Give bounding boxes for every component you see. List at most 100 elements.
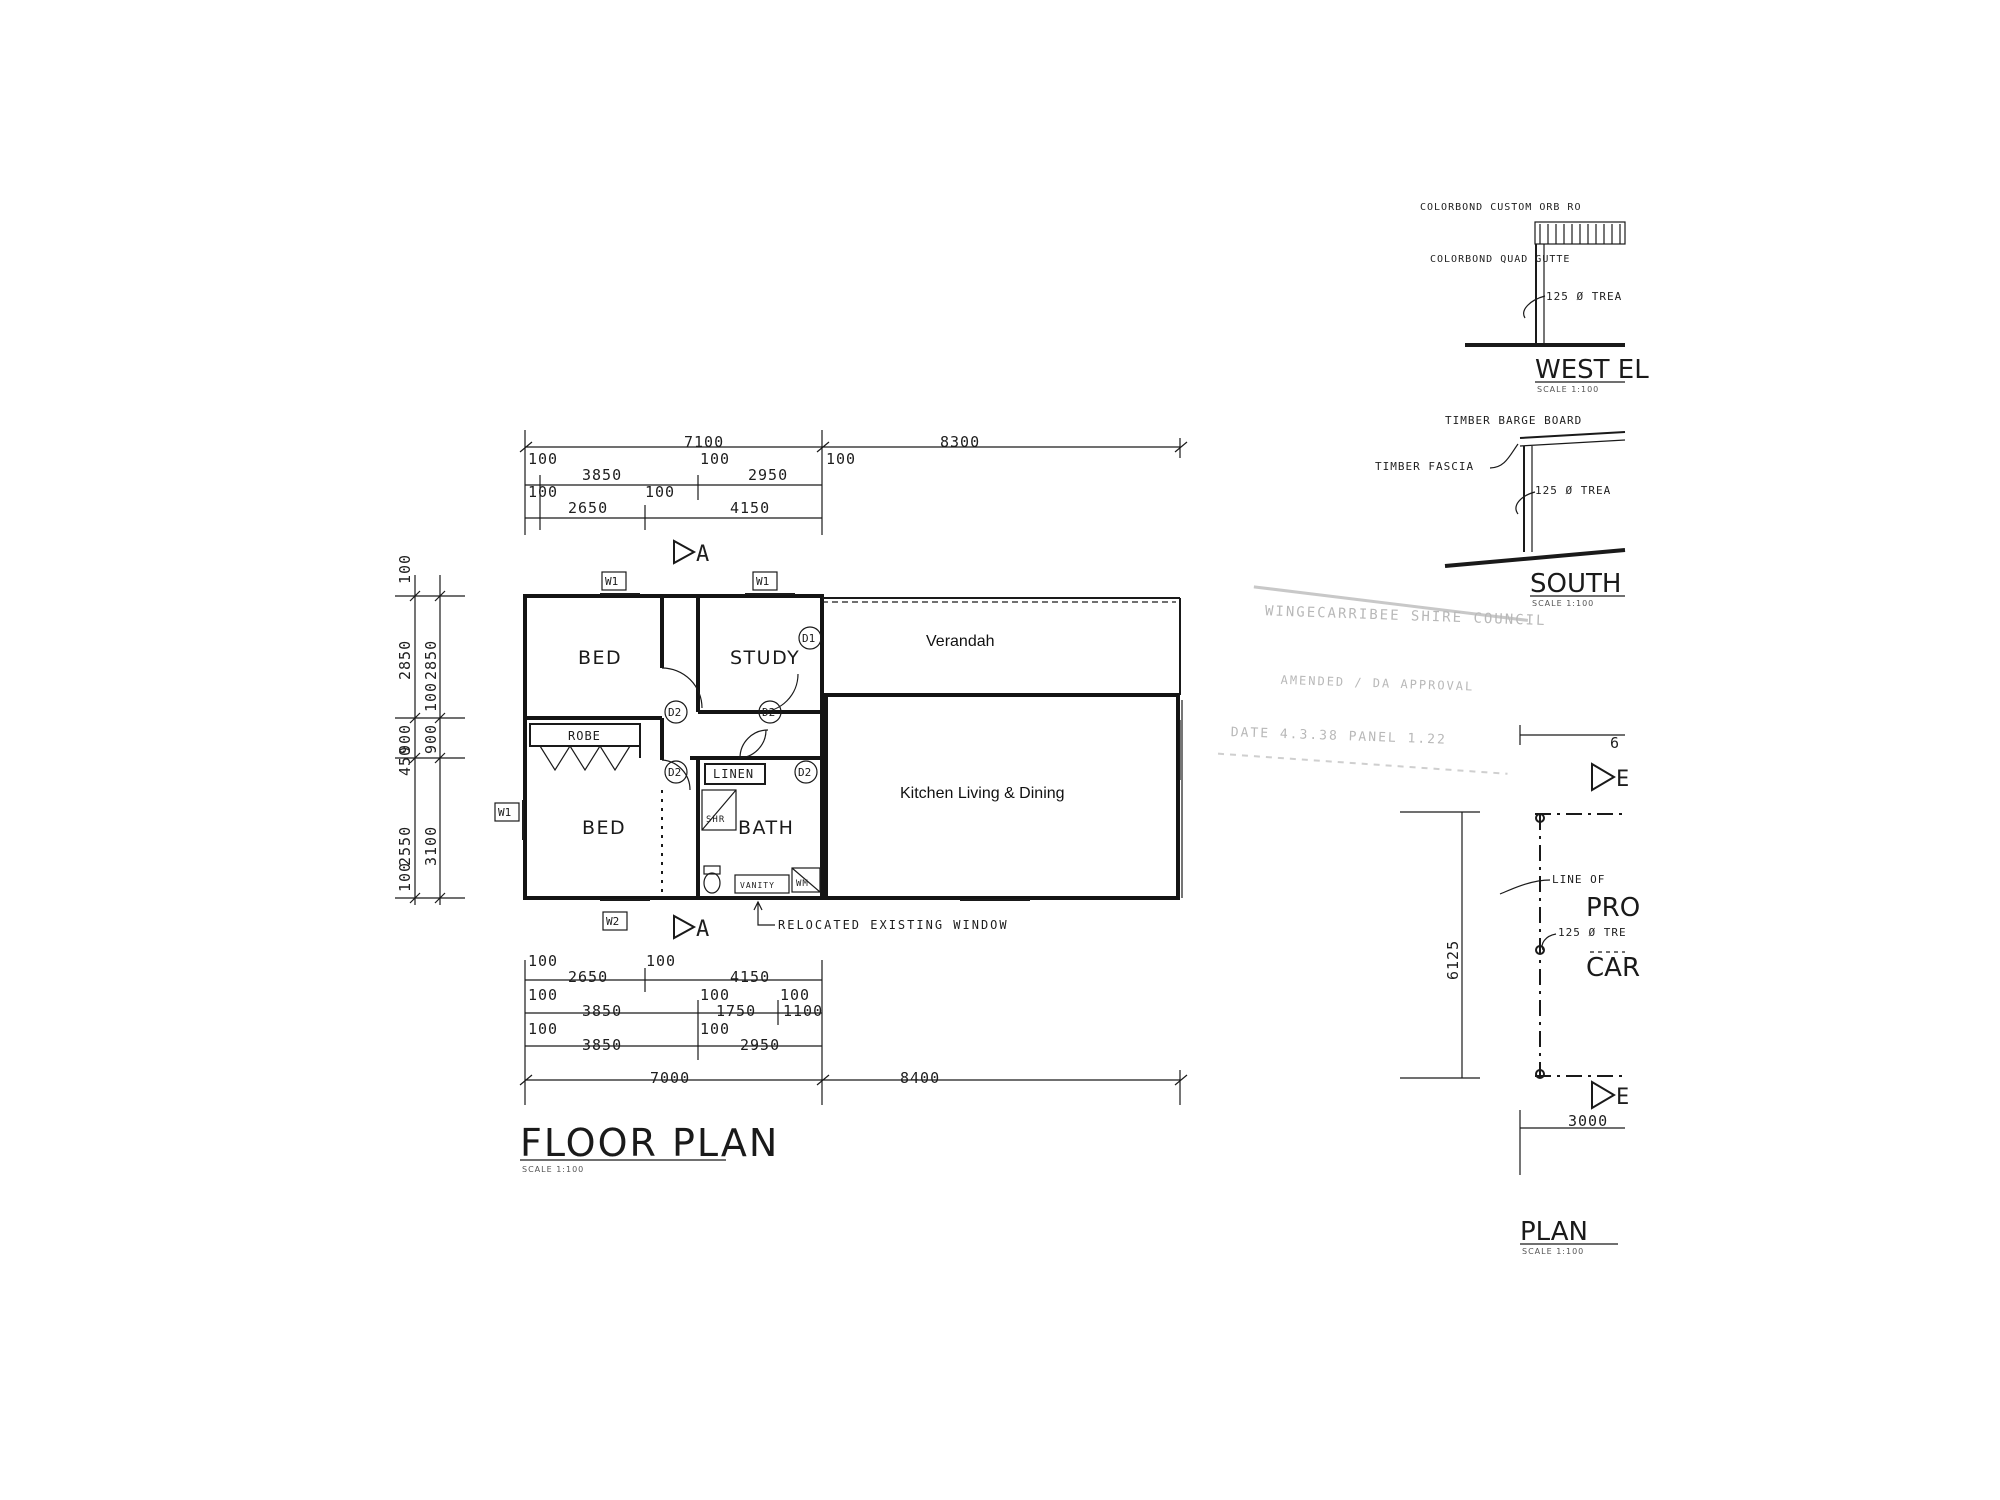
bottom-dimension-lines — [519, 960, 1188, 1105]
dim-100: 100 — [826, 450, 856, 468]
svg-text:2850: 2850 — [396, 640, 414, 680]
svg-text:125 Ø TREA: 125 Ø TREA — [1546, 290, 1622, 303]
svg-text:1100: 1100 — [783, 1002, 823, 1020]
svg-text:SCALE 1:100: SCALE 1:100 — [1532, 599, 1594, 608]
svg-text:WINGECARRIBEE SHIRE COUNCIL: WINGECARRIBEE SHIRE COUNCIL — [1265, 603, 1547, 629]
dim-100: 100 — [528, 450, 558, 468]
svg-text:W2: W2 — [606, 915, 619, 928]
room-wm: WM — [796, 879, 809, 889]
dim-8300: 8300 — [940, 433, 980, 451]
svg-text:D2: D2 — [668, 766, 681, 779]
window-tag-w2: W2 — [602, 911, 628, 931]
svg-text:3100: 3100 — [422, 826, 440, 866]
svg-text:PLAN: PLAN — [1520, 1217, 1588, 1247]
svg-text:100: 100 — [700, 1020, 730, 1038]
svg-text:2850: 2850 — [422, 640, 440, 680]
room-labels: BED STUDY Verandah ROBE LINEN BED BATH S… — [568, 633, 1065, 890]
svg-text:COLORBOND QUAD GUTTE: COLORBOND QUAD GUTTE — [1430, 254, 1570, 265]
svg-text:100: 100 — [396, 554, 414, 584]
svg-text:3850: 3850 — [582, 1002, 622, 1020]
svg-text:D2: D2 — [668, 706, 681, 719]
svg-text:D2: D2 — [798, 766, 811, 779]
svg-text:1750: 1750 — [716, 1002, 756, 1020]
section-marker-top: A — [673, 539, 709, 567]
svg-text:100: 100 — [646, 952, 676, 970]
room-linen: LINEN — [713, 767, 754, 781]
svg-text:2550: 2550 — [396, 826, 414, 866]
carport-plan: 6 E 6125 LINE OF PRO 125 Ø TRE CAR E 300… — [1400, 725, 1640, 1256]
door-tag-d1: D1 — [798, 626, 822, 650]
room-study: STUDY — [730, 647, 800, 669]
floor-plan-title: FLOOR PLAN SCALE 1:100 — [520, 1121, 779, 1174]
svg-text:100: 100 — [780, 986, 810, 1004]
svg-text:E: E — [1616, 767, 1630, 792]
svg-text:FLOOR PLAN: FLOOR PLAN — [520, 1121, 779, 1165]
relocated-window-note: RELOCATED EXISTING WINDOW — [753, 900, 1009, 932]
svg-text:W1: W1 — [498, 806, 511, 819]
svg-text:W1: W1 — [605, 575, 618, 588]
dim-100: 100 — [645, 483, 675, 501]
door-tags: D1 D2 D2 D2 D2 — [664, 626, 822, 784]
svg-text:2650: 2650 — [568, 968, 608, 986]
svg-text:100: 100 — [700, 986, 730, 1004]
svg-text:3000: 3000 — [1568, 1112, 1608, 1130]
svg-text:3850: 3850 — [582, 1036, 622, 1054]
svg-text:TIMBER FASCIA: TIMBER FASCIA — [1375, 460, 1474, 473]
top-dimension-lines — [519, 430, 1188, 535]
svg-text:2950: 2950 — [740, 1036, 780, 1054]
svg-text:100: 100 — [396, 862, 414, 892]
room-shower: SHR — [706, 815, 725, 825]
svg-text:D2: D2 — [762, 706, 775, 719]
svg-text:DATE 4.3.38 PANEL 1.22: DATE 4.3.38 PANEL 1.22 — [1230, 725, 1447, 748]
svg-text:WEST EL: WEST EL — [1535, 355, 1649, 385]
door-tag-d2-study: D2 — [758, 700, 782, 724]
svg-text:4150: 4150 — [730, 968, 770, 986]
window-tag-w1-top-right: W1 — [752, 571, 778, 591]
left-dimension-lines — [395, 575, 465, 905]
bottom-dimension-labels: 100 100 2650 4150 100 100 100 3850 1750 … — [528, 952, 939, 1087]
council-stamp: WINGECARRIBEE SHIRE COUNCIL AMENDED / DA… — [1217, 585, 1547, 775]
door-tag-d2-bed: D2 — [664, 700, 688, 724]
svg-text:E: E — [1616, 1085, 1630, 1110]
svg-text:CAR: CAR — [1586, 953, 1640, 983]
dim-2950: 2950 — [748, 466, 788, 484]
svg-text:125 Ø TREA: 125 Ø TREA — [1535, 484, 1611, 497]
svg-text:W1: W1 — [756, 575, 769, 588]
svg-text:SCALE 1:100: SCALE 1:100 — [1537, 385, 1599, 394]
svg-text:100: 100 — [528, 952, 558, 970]
section-marker-bottom: A — [673, 914, 709, 942]
svg-text:450: 450 — [396, 746, 414, 776]
dim-3850: 3850 — [582, 466, 622, 484]
svg-text:SCALE 1:100: SCALE 1:100 — [1522, 1247, 1584, 1256]
window-tag-w1-left: W1 — [494, 802, 520, 822]
top-dimension-labels: 7100 8300 100 100 100 3850 2950 100 100 … — [528, 433, 980, 517]
room-verandah: Verandah — [926, 633, 995, 650]
room-kitchen-living-dining: Kitchen Living & Dining — [900, 785, 1065, 802]
room-bath: BATH — [738, 817, 794, 839]
floor-plan-walls — [522, 593, 1183, 901]
svg-text:D1: D1 — [802, 632, 815, 645]
room-robe: ROBE — [568, 729, 601, 743]
svg-text:SCALE 1:100: SCALE 1:100 — [522, 1165, 584, 1174]
svg-text:125 Ø TRE: 125 Ø TRE — [1558, 926, 1627, 939]
svg-text:7000: 7000 — [650, 1069, 690, 1087]
svg-text:6: 6 — [1610, 734, 1620, 752]
svg-text:100: 100 — [528, 1020, 558, 1038]
svg-text:900: 900 — [422, 724, 440, 754]
svg-text:900: 900 — [396, 724, 414, 754]
door-tag-d2-bed2: D2 — [664, 760, 688, 784]
svg-text:COLORBOND CUSTOM ORB RO: COLORBOND CUSTOM ORB RO — [1420, 202, 1581, 213]
svg-text:PRO: PRO — [1586, 893, 1640, 923]
room-bed-2: BED — [582, 817, 626, 839]
svg-text:AMENDED / DA APPROVAL: AMENDED / DA APPROVAL — [1280, 673, 1474, 694]
dim-100: 100 — [528, 483, 558, 501]
door-tag-d2-bath: D2 — [794, 760, 818, 784]
left-dimension-labels: 100 2850 2850 100 900 900 450 2550 3100 … — [396, 554, 440, 892]
dim-7100: 7100 — [684, 433, 724, 451]
dim-100: 100 — [700, 450, 730, 468]
svg-text:LINE OF: LINE OF — [1552, 873, 1605, 886]
dim-4150: 4150 — [730, 499, 770, 517]
svg-text:RELOCATED EXISTING WINDOW: RELOCATED EXISTING WINDOW — [778, 918, 1009, 932]
window-tag-w1-top-left: W1 — [601, 571, 627, 591]
